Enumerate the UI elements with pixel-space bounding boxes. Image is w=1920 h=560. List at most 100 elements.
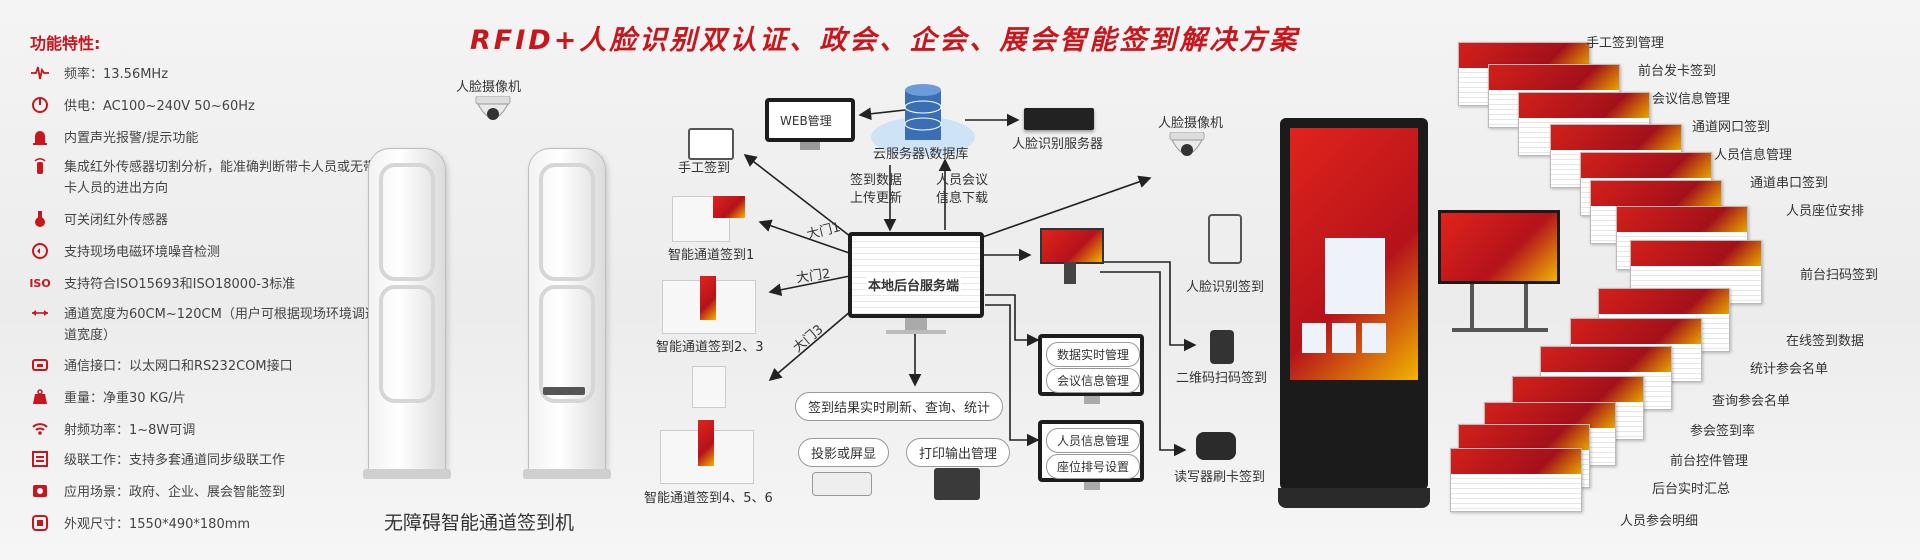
feature-item: 射频功率：1~8W可调 xyxy=(30,420,195,441)
gate456-box-top xyxy=(692,366,726,408)
feature-text: 支持符合ISO15693和ISO18000-3标准 xyxy=(64,277,296,292)
feature-text: 射频功率：1~8W可调 xyxy=(64,423,196,438)
module-label: 通道串口签到 xyxy=(1750,176,1829,191)
scene-icon xyxy=(30,482,50,500)
size-icon xyxy=(30,514,50,532)
manual-tablet-icon xyxy=(688,128,734,160)
module-label: 人员信息管理 xyxy=(1714,148,1793,163)
module-label: 统计参会名单 xyxy=(1750,362,1829,377)
reader-label: 读写器刷卡签到 xyxy=(1174,470,1266,485)
gate456-label: 智能通道签到4、5、6 xyxy=(644,491,773,506)
module-label: 通道网口签到 xyxy=(1692,120,1771,135)
wifi-icon xyxy=(30,420,50,438)
feature-item: 通道宽度为60CM~120CM（用户可根据现场环境调通道宽度） xyxy=(30,304,384,346)
module-label: 在线签到数据 xyxy=(1786,334,1865,349)
upload-label: 签到数据上传更新 xyxy=(850,173,903,206)
width-icon xyxy=(30,304,50,322)
feature-text: 供电：AC100~240V 50~60Hz xyxy=(64,99,255,114)
tv-display xyxy=(1438,210,1560,284)
feature-text: 级联工作：支持多套通道同步级联工作 xyxy=(64,453,286,468)
feature-text: 支持现场电磁环境噪音检测 xyxy=(64,245,221,260)
module-label: 人员参会明细 xyxy=(1620,514,1699,529)
feature-item: 频率：13.56MHz xyxy=(30,64,168,85)
feature-text: 内置声光报警/提示功能 xyxy=(64,131,199,146)
module-thumbnail xyxy=(1450,448,1582,512)
feature-item: 支持现场电磁环境噪音检测 xyxy=(30,242,220,263)
module-label: 查询参会名单 xyxy=(1712,394,1791,409)
feature-text: 可关闭红外传感器 xyxy=(64,213,169,228)
signin-screen-node xyxy=(1040,228,1104,264)
printer-icon xyxy=(934,468,980,500)
gate-left xyxy=(363,148,451,479)
feature-item: 应用场景：政府、企业、展会智能签到 xyxy=(30,482,285,503)
feature-item: 供电：AC100~240V 50~60Hz xyxy=(30,96,255,117)
projector-pill: 投影或屏显 xyxy=(798,438,890,467)
kiosk-frame xyxy=(1280,118,1428,490)
module-label: 前台控件管理 xyxy=(1670,454,1749,469)
print-pill: 打印输出管理 xyxy=(906,438,1011,467)
camera2-label: 人脸摄像机 xyxy=(1158,116,1224,131)
module-label: 后台实时汇总 xyxy=(1652,482,1731,497)
sensor-icon xyxy=(30,210,50,228)
feature-text: 通道宽度为60CM~120CM（用户可根据现场环境调通道宽度） xyxy=(64,307,378,343)
weight-icon xyxy=(30,388,50,406)
feature-item: 可关闭红外传感器 xyxy=(30,210,168,231)
web-monitor xyxy=(765,98,855,142)
web-label: WEB管理 xyxy=(780,114,832,128)
dome-camera-2-icon xyxy=(1169,132,1205,156)
feature-item: 内置声光报警/提示功能 xyxy=(30,128,198,149)
noise-icon xyxy=(30,242,50,260)
mon2-item-2: 座位排号设置 xyxy=(1046,454,1141,479)
module-label: 参会签到率 xyxy=(1690,424,1756,439)
module-label: 前台扫码签到 xyxy=(1800,268,1879,283)
result-pill: 签到结果实时刷新、查询、统计 xyxy=(795,392,1004,421)
module-label: 人员座位安排 xyxy=(1786,204,1865,219)
module-label: 会议信息管理 xyxy=(1652,92,1731,107)
cascade-icon xyxy=(30,450,50,468)
card-reader-icon xyxy=(1196,432,1236,460)
face-terminal-icon xyxy=(1208,214,1242,264)
feature-item: 通信接口：以太网口和RS232COM接口 xyxy=(30,356,293,377)
mon1-item-2: 会议信息管理 xyxy=(1046,368,1141,393)
feature-item: ISO 支持符合ISO15693和ISO18000-3标准 xyxy=(29,274,296,295)
projector-icon xyxy=(812,472,872,496)
alarm-icon xyxy=(30,128,50,146)
download-label: 人员会议信息下载 xyxy=(936,173,989,206)
face-server-label: 人脸识别服务器 xyxy=(1012,137,1104,152)
module-label: 手工签到管理 xyxy=(1586,36,1665,51)
dome-camera-icon xyxy=(475,96,511,120)
local-server-label: 本地后台服务端 xyxy=(866,275,962,294)
gate1-label: 智能通道签到1 xyxy=(668,248,755,263)
gate-camera-label: 人脸摄像机 xyxy=(456,80,522,95)
port-icon xyxy=(30,356,50,374)
feature-item: 重量：净重30 KG/片 xyxy=(30,388,186,409)
feature-item: 外观尺寸：1550*490*180mm xyxy=(30,514,250,535)
frequency-icon xyxy=(30,64,50,82)
infrared-icon xyxy=(30,157,50,175)
face-server-box xyxy=(1024,108,1094,130)
feature-item: 集成红外传感器切割分析，能准确判断带卡人员或无带卡人员的进出方向 xyxy=(30,157,384,199)
feature-text: 外观尺寸：1550*490*180mm xyxy=(64,517,251,532)
page-title: RFID+人脸识别双认证、政会、企会、展会智能签到解决方案 xyxy=(470,25,1300,56)
power-icon xyxy=(30,96,50,114)
face-checkin-label: 人脸识别签到 xyxy=(1186,280,1265,295)
module-label: 前台发卡签到 xyxy=(1638,64,1717,79)
gate-caption: 无障碍智能通道签到机 xyxy=(384,512,575,534)
feature-text: 频率：13.56MHz xyxy=(64,67,169,82)
feature-text: 应用场景：政府、企业、展会智能签到 xyxy=(64,485,286,500)
cloud-database-icon xyxy=(871,84,975,157)
gate-right xyxy=(523,148,611,479)
feature-text: 重量：净重30 KG/片 xyxy=(64,391,186,406)
manual-label: 手工签到 xyxy=(678,161,731,176)
qr-scanner-icon xyxy=(1210,330,1234,364)
features-heading: 功能特性: xyxy=(30,34,101,53)
iso-icon: ISO xyxy=(29,276,51,290)
feature-text: 通信接口：以太网口和RS232COM接口 xyxy=(64,359,293,374)
cloud-label: 云服务器\数据库 xyxy=(873,147,969,162)
gate23-label: 智能通道签到2、3 xyxy=(656,340,764,355)
mon1-item-1: 数据实时管理 xyxy=(1046,342,1141,367)
qr-label: 二维码扫码签到 xyxy=(1176,371,1268,386)
feature-item: 级联工作：支持多套通道同步级联工作 xyxy=(30,450,285,471)
mon2-item-1: 人员信息管理 xyxy=(1046,428,1141,453)
